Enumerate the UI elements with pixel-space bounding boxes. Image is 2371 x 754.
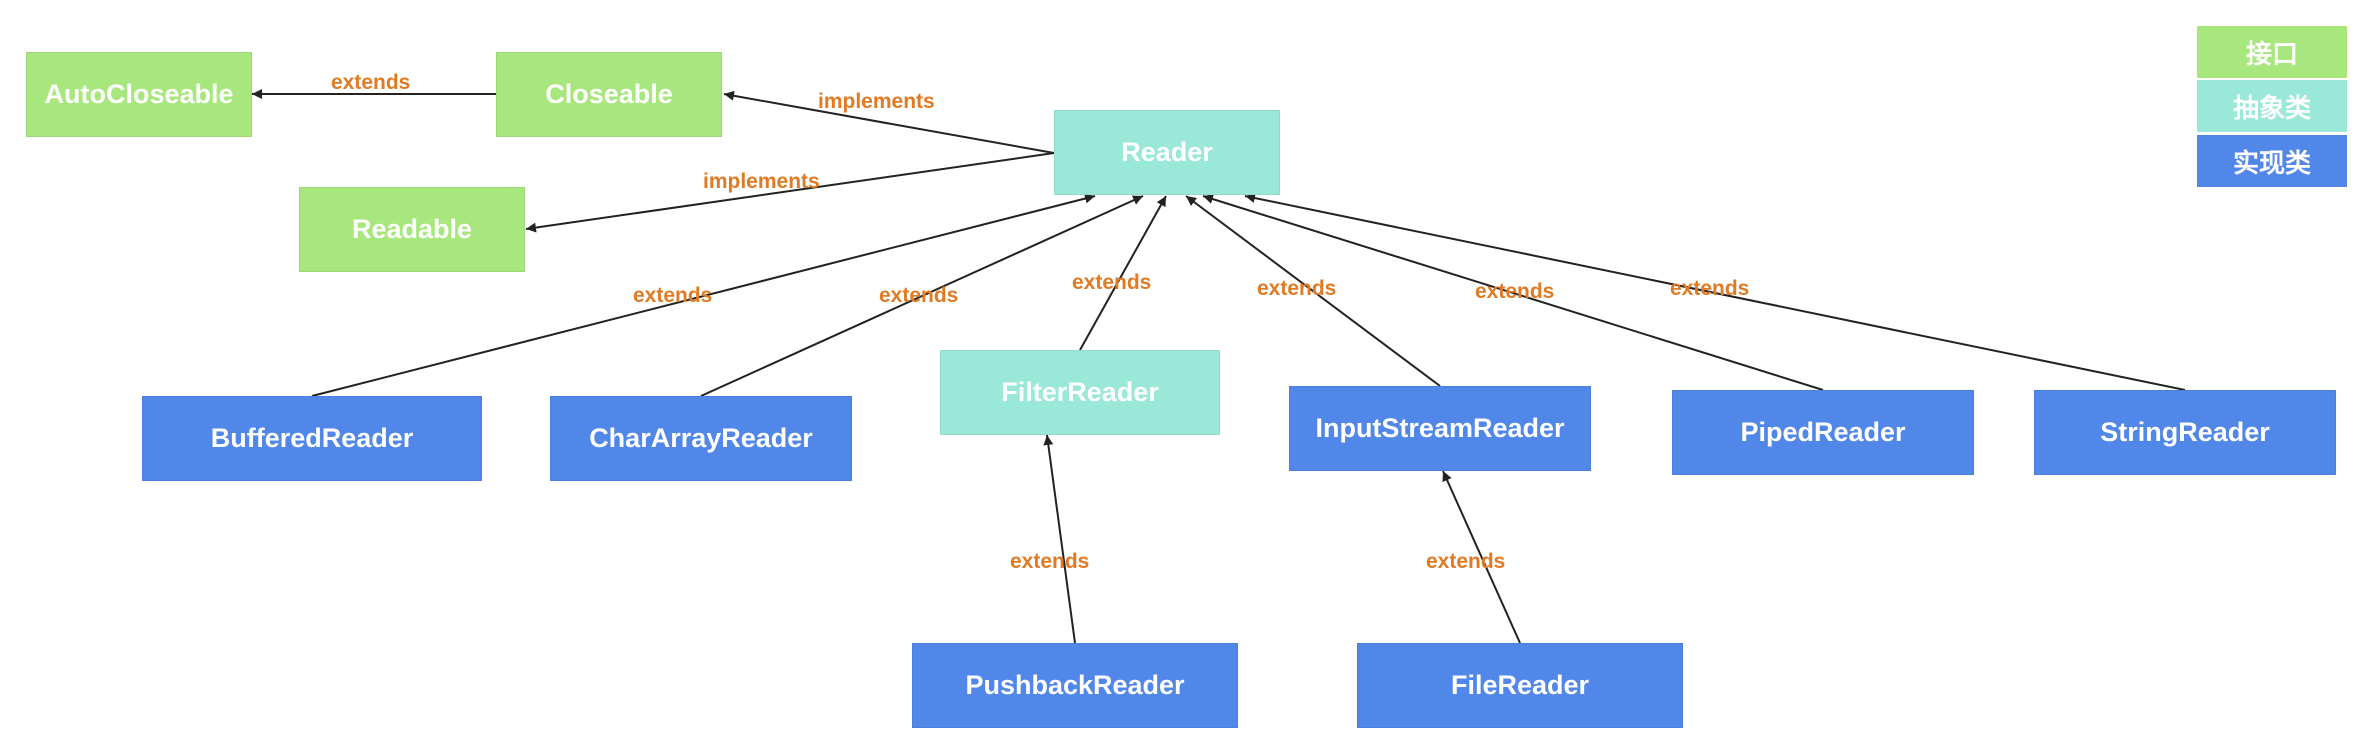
node-pushbackreader: PushbackReader xyxy=(912,643,1238,728)
edge-label-chararrayreader-extends-reader: extends xyxy=(879,284,959,307)
node-inputstreamreader: InputStreamReader xyxy=(1289,386,1591,471)
node-bufferedreader: BufferedReader xyxy=(142,396,482,481)
edge-filterreader-extends-reader xyxy=(1079,195,1167,351)
edge-label-pipedreader-extends-reader: extends xyxy=(1475,280,1555,303)
node-reader: Reader xyxy=(1054,110,1280,195)
edge-reader-implements-closeable xyxy=(723,90,1055,154)
legend-interface: 接口 xyxy=(2197,26,2347,78)
edge-filereader-extends-inputstreamreader xyxy=(1442,470,1521,644)
node-filereader: FileReader xyxy=(1357,643,1683,728)
edge-stringreader-extends-reader xyxy=(1244,193,2186,391)
node-chararrayreader: CharArrayReader xyxy=(550,396,852,481)
node-filterreader: FilterReader xyxy=(940,350,1220,435)
edge-chararrayreader-extends-reader xyxy=(700,195,1144,397)
legend-implementation-class: 实现类 xyxy=(2197,135,2347,187)
edge-pipedreader-extends-reader xyxy=(1202,194,1824,391)
edge-label-pushbackreader-extends-filterreader: extends xyxy=(1010,550,1090,573)
edge-label-filterreader-extends-reader: extends xyxy=(1072,271,1152,294)
node-closeable: Closeable xyxy=(496,52,722,137)
edge-inputstreamreader-extends-reader xyxy=(1185,195,1441,387)
legend-abstract-class: 抽象类 xyxy=(2197,80,2347,132)
edge-label-filereader-extends-inputstreamreader: extends xyxy=(1426,550,1506,573)
node-readable: Readable xyxy=(299,187,525,272)
node-pipedreader: PipedReader xyxy=(1672,390,1974,475)
edge-label-stringreader-extends-reader: extends xyxy=(1670,277,1750,300)
edge-label-reader-implements-readable: implements xyxy=(703,170,820,193)
node-stringreader: StringReader xyxy=(2034,390,2336,475)
edge-reader-implements-readable xyxy=(525,152,1055,233)
edge-label-inputstreamreader-extends-reader: extends xyxy=(1257,277,1337,300)
edge-label-closeable-extends-autocloseable: extends xyxy=(331,71,411,94)
edge-label-bufferedreader-extends-reader: extends xyxy=(633,284,713,307)
node-autocloseable: AutoCloseable xyxy=(26,52,252,137)
edge-label-reader-implements-closeable: implements xyxy=(818,90,935,113)
edge-pushbackreader-extends-filterreader xyxy=(1043,434,1076,644)
edge-bufferedreader-extends-reader xyxy=(311,193,1096,397)
